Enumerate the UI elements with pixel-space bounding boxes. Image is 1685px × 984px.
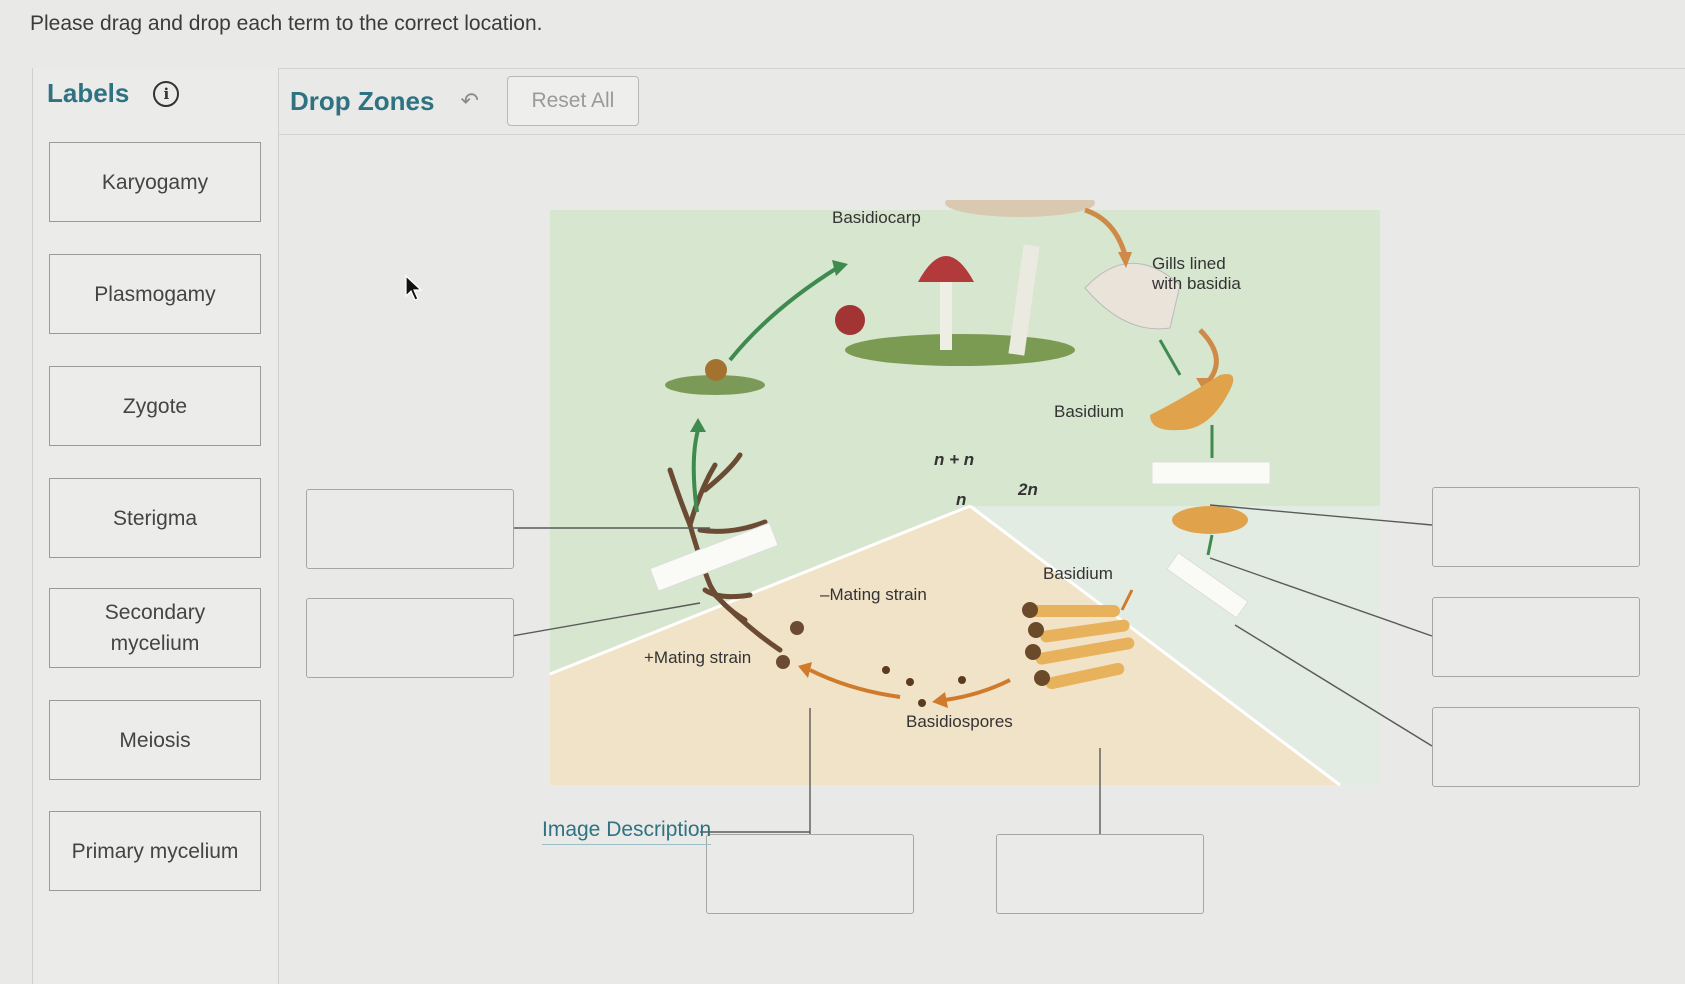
drop-zone-right-2[interactable] [1432, 597, 1640, 677]
label-sterigma[interactable]: Sterigma [49, 478, 261, 558]
label-basidiospores-text: Basidiospores [906, 712, 1013, 731]
instruction-text: Please drag and drop each term to the co… [30, 12, 543, 35]
label-meiosis[interactable]: Meiosis [49, 700, 261, 780]
labels-title: Labels [47, 78, 130, 108]
label-zygote[interactable]: Zygote [49, 366, 261, 446]
label-primary-mycelium[interactable]: Primary mycelium [49, 811, 261, 891]
label-n-plus-n: n + n [934, 450, 975, 469]
fungal-life-cycle-diagram: Basidiocarp Gills lined with basidia Bas… [540, 180, 1390, 795]
drop-zones-rule [278, 134, 1685, 135]
label-basidiocarp-text: Basidiocarp [832, 208, 921, 227]
drop-zone-left-1[interactable] [306, 489, 514, 569]
drop-zone-bottom-2[interactable] [996, 834, 1204, 914]
label-karyogamy[interactable]: Karyogamy [49, 142, 261, 222]
panel-top-rule [32, 68, 1685, 69]
undo-icon[interactable]: ↶ [460, 88, 479, 113]
label-plus-strain: +Mating strain [644, 648, 752, 667]
labels-panel: Labels i Karyogamy Plasmogamy Zygote Ste… [32, 68, 279, 984]
drop-zone-right-1[interactable] [1432, 487, 1640, 567]
mouse-cursor-icon [405, 274, 423, 301]
label-plasmogamy[interactable]: Plasmogamy [49, 254, 261, 334]
drop-zone-left-2[interactable] [306, 598, 514, 678]
label-secondary-mycelium[interactable]: Secondary mycelium [49, 588, 261, 668]
drop-zone-right-3[interactable] [1432, 707, 1640, 787]
drop-zone-bottom-1[interactable] [706, 834, 914, 914]
image-description-link[interactable]: Image Description [542, 818, 712, 845]
label-minus-strain: –Mating strain [820, 585, 927, 604]
labels-header: Labels i [47, 78, 180, 109]
label-2n: 2n [1018, 480, 1038, 499]
label-n: n [956, 490, 967, 509]
info-icon[interactable]: i [153, 80, 180, 107]
drop-zones-title: Drop Zones [290, 85, 435, 116]
label-gills-text: Gills lined with basidia [1152, 254, 1241, 293]
label-basidium-top-text: Basidium [1054, 402, 1124, 421]
reset-all-button[interactable]: Reset All [506, 76, 639, 126]
drop-zones-header: Drop Zones ↶ Reset All [290, 76, 639, 126]
label-basidium-bottom-text: Basidium [1043, 564, 1113, 583]
